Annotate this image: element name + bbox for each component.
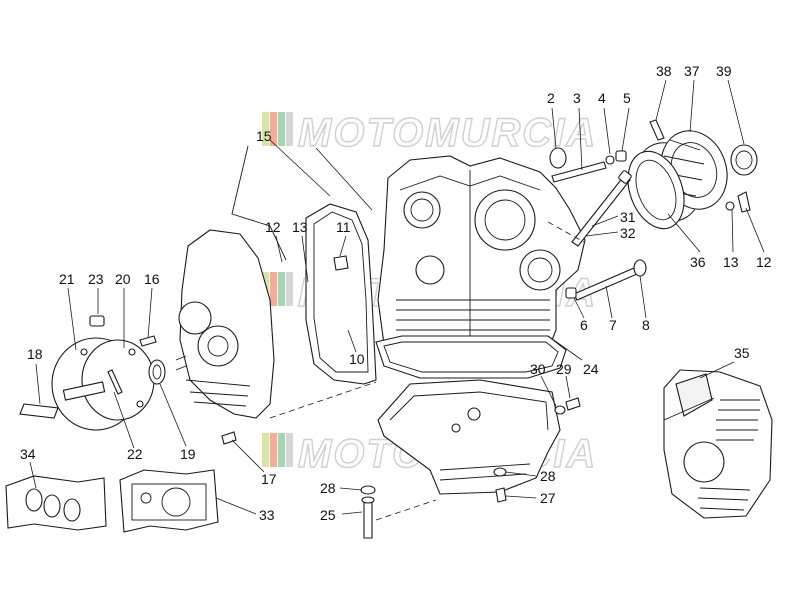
clip-part — [89, 315, 105, 327]
callout-10: 10 — [349, 351, 365, 367]
callout-24: 24 — [583, 361, 599, 377]
screw-29 — [565, 397, 581, 411]
callout-27: 27 — [540, 490, 556, 506]
callout-4: 4 — [598, 90, 606, 106]
callout-5: 5 — [623, 90, 631, 106]
callout-31: 31 — [620, 209, 636, 225]
callout-numbers: 15 2 3 4 5 38 37 39 12 13 11 31 32 36 13… — [20, 63, 772, 523]
callout-21: 21 — [59, 271, 75, 287]
dipstick — [571, 175, 631, 247]
engine-thumbnail — [663, 369, 773, 519]
label-plate — [19, 403, 59, 419]
callout-28-right: 28 — [540, 468, 556, 484]
callout-13-right: 13 — [723, 254, 739, 270]
nut-5 — [615, 150, 627, 162]
callout-19: 19 — [180, 446, 196, 462]
callout-33: 33 — [259, 507, 275, 523]
flange-gasket — [627, 150, 685, 230]
callout-20: 20 — [115, 271, 131, 287]
crankcase-block — [377, 155, 586, 369]
callout-38: 38 — [656, 63, 672, 79]
callout-29: 29 — [556, 361, 572, 377]
screw-16 — [139, 335, 157, 347]
nut-6 — [565, 287, 577, 299]
callout-35: 35 — [734, 345, 750, 361]
callout-8: 8 — [642, 317, 650, 333]
leader-lines — [29, 79, 765, 521]
oil-pan-gasket — [375, 335, 567, 379]
screw-12-right — [737, 191, 751, 213]
oil-sump — [377, 379, 561, 495]
screw-22 — [107, 369, 123, 395]
stud-3 — [551, 161, 607, 183]
callout-7: 7 — [609, 317, 617, 333]
callout-15: 15 — [256, 128, 272, 144]
generator-cover — [51, 337, 155, 431]
oil-seal-ring — [148, 359, 166, 385]
plug-8 — [633, 259, 647, 277]
timing-cover-gasket — [305, 203, 377, 385]
oil-seal-39 — [730, 144, 758, 176]
washer-28-left — [360, 485, 376, 495]
washer-30 — [554, 405, 566, 415]
plug-27 — [495, 487, 507, 503]
callout-30: 30 — [530, 361, 546, 377]
washer-13-right — [725, 201, 735, 211]
callout-37: 37 — [684, 63, 700, 79]
callout-25: 25 — [320, 507, 336, 523]
timing-cover — [175, 229, 275, 419]
callout-39: 39 — [716, 63, 732, 79]
callout-32: 32 — [620, 225, 636, 241]
callout-11: 11 — [336, 219, 351, 235]
callout-12-left: 12 — [265, 219, 281, 235]
svg-text:MOTOMURCIA: MOTOMURCIA — [298, 111, 597, 155]
watermark-logo-top: MOTOMURCIA — [262, 110, 597, 156]
washer-28-right — [493, 467, 507, 477]
gasket-kit-34 — [5, 475, 107, 531]
callout-12-right: 12 — [756, 254, 772, 270]
plug-11 — [333, 255, 349, 271]
callout-3: 3 — [573, 90, 581, 106]
gasket-kit-33 — [119, 469, 219, 533]
callout-34: 34 — [20, 446, 36, 462]
washer-4 — [605, 155, 615, 165]
callout-23: 23 — [88, 271, 104, 287]
plug-2 — [549, 147, 567, 169]
callout-28-left: 28 — [320, 480, 336, 496]
callout-17: 17 — [261, 471, 277, 487]
pin-38 — [649, 119, 665, 141]
callout-18: 18 — [27, 346, 43, 362]
callout-13-left: 13 — [292, 219, 308, 235]
callout-22: 22 — [127, 446, 143, 462]
callout-2: 2 — [547, 90, 555, 106]
callout-16: 16 — [144, 271, 160, 287]
bolt-25 — [363, 499, 373, 539]
callout-6: 6 — [580, 317, 588, 333]
callout-36: 36 — [690, 254, 706, 270]
